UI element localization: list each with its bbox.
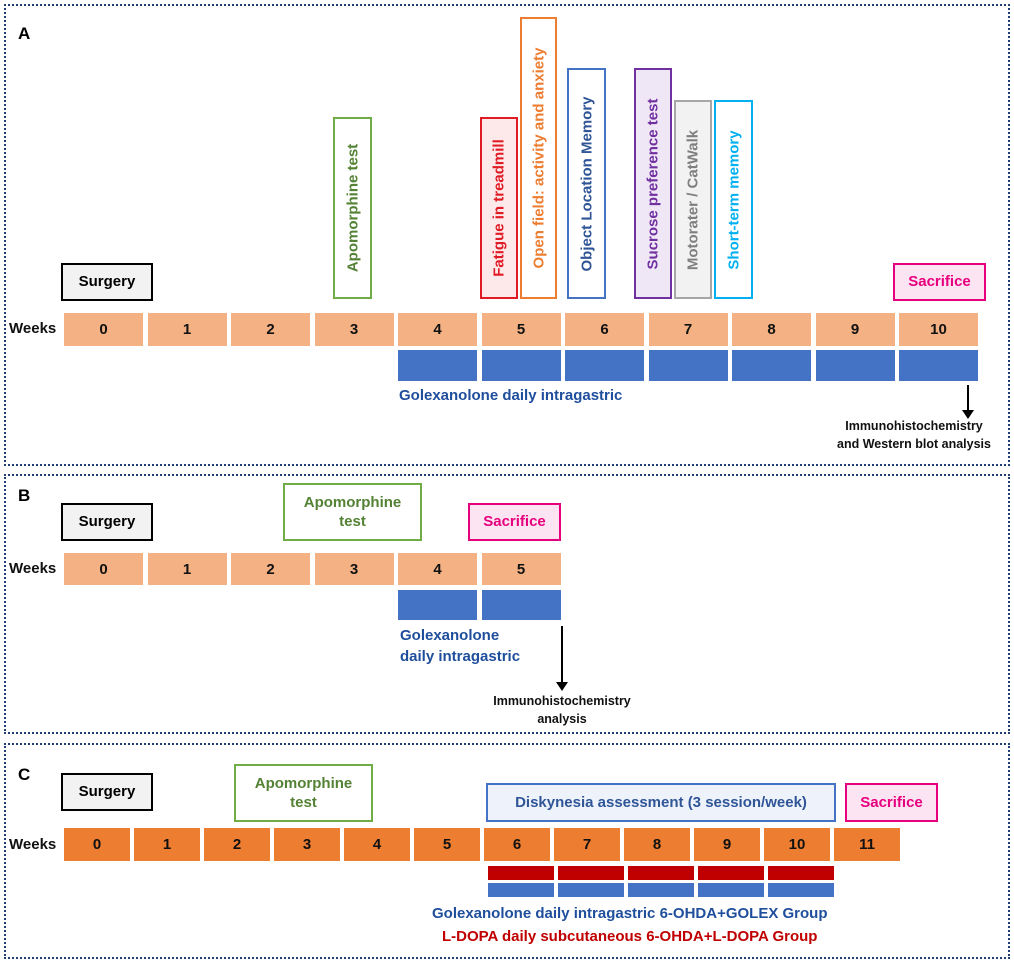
ldopa-bar [628,866,694,880]
panel-a-short-term-box: Short-term memory [714,100,753,299]
week-cell-6: 6 [565,313,644,346]
panel-c-letter: C [18,765,31,784]
golexanolone-bar [558,883,624,897]
week-cell-8: 8 [624,828,690,861]
week-cell-3: 3 [314,553,394,585]
week-cell-4: 4 [398,553,477,585]
ldopa-bar [488,866,554,880]
golexanolone-bar [628,883,694,897]
panel-b-golex-line2: daily intragastric [400,648,521,665]
week-cell-4: 4 [344,828,410,861]
panel-c-diskynesia-box: Diskynesia assessment (3 session/week) [486,783,836,822]
week-cell-5: 5 [481,313,561,346]
golexanolone-bar [648,350,728,381]
golexanolone-bar [732,350,811,381]
golexanolone-bar [815,350,895,381]
panel-a-golex-caption: Golexanolone daily intragastric [399,387,623,404]
week-cell-3: 3 [274,828,340,861]
panel-c-apomorphine-line1: Apomorphine [254,774,353,792]
golexanolone-bar [398,350,477,381]
week-cell-5: 5 [414,828,480,861]
panel-a-surgery-box: Surgery [61,263,153,301]
panel-a-fatigue-box: Fatigue in treadmill [480,117,518,299]
week-cell-9: 9 [815,313,895,346]
golexanolone-bar [398,590,477,620]
panel-c-apomorphine-line2: test [290,794,317,811]
week-cell-11: 11 [834,828,900,861]
panel-a-motorater-box: Motorater / CatWalk [674,100,712,299]
week-cell-10: 10 [899,313,978,346]
week-cell-5: 5 [481,553,561,585]
panel-a-fatigue-label: Fatigue in treadmill [490,139,508,277]
panel-b-weeks-label: Weeks [9,560,57,577]
week-cell-0: 0 [64,828,130,861]
week-cell-6: 6 [484,828,550,861]
panel-a-apomorphine-box: Apomorphine test [333,117,372,299]
panel-a-letter: A [18,24,31,43]
week-cell-1: 1 [134,828,200,861]
panel-c-weeks-label: Weeks [9,836,57,853]
ldopa-bar [768,866,834,880]
panel-a-open-field-box: Open field: activity and anxiety [520,17,557,299]
panel-a-short-term-label: Short-term memory [725,129,742,270]
panel-c-ldopa-caption: L-DOPA daily subcutaneous 6-OHDA+L-DOPA … [442,928,818,945]
panel-b-golex-caption: Golexanolone daily intragastric [400,625,520,667]
panel-a-sucrose-label: Sucrose preference test [644,98,662,269]
ldopa-bar [558,866,624,880]
panel-c-sacrifice-box: Sacrifice [845,783,938,822]
panel-a-sacrifice-box: Sacrifice [893,263,986,301]
week-cell-2: 2 [204,828,270,861]
week-cell-1: 1 [147,553,227,585]
week-cell-9: 9 [694,828,760,861]
panel-b-surgery-box: Surgery [61,503,153,541]
week-cell-7: 7 [648,313,728,346]
panel-c: C [4,743,1010,959]
week-cell-0: 0 [64,313,143,346]
week-cell-0: 0 [64,553,143,585]
panel-c-golex-caption: Golexanolone daily intragastric 6-OHDA+G… [432,905,828,922]
panel-b-sacrifice-box: Sacrifice [468,503,561,541]
panel-c-apomorphine-box: Apomorphine test [234,764,373,822]
panel-b-analysis-line1: Immunohistochemistry [493,694,631,708]
golexanolone-bar [565,350,644,381]
panel-a-analysis-arrow [962,385,974,419]
week-cell-1: 1 [147,313,227,346]
panel-a-analysis-line1: Immunohistochemistry [845,419,983,433]
week-cell-7: 7 [554,828,620,861]
ldopa-bar [698,866,764,880]
panel-b-letter: B [18,486,31,505]
golexanolone-bar [768,883,834,897]
panel-b-golex-line1: Golexanolone [400,627,500,644]
panel-a-object-location-label: Object Location Memory [578,95,595,272]
week-cell-10: 10 [764,828,830,861]
week-cell-3: 3 [314,313,394,346]
panel-a: A [4,4,1010,466]
panel-a-open-field-label: Open field: activity and anxiety [530,47,547,269]
panel-b-apomorphine-box: Apomorphine test [283,483,422,541]
panel-a-motorater-label: Motorater / CatWalk [684,129,702,270]
week-cell-4: 4 [398,313,477,346]
golexanolone-bar [481,590,561,620]
panel-a-analysis-line2: and Western blot analysis [837,437,991,452]
panel-b-analysis-arrow [556,626,568,691]
panel-b-apomorphine-line1: Apomorphine [303,493,402,511]
golexanolone-bar [899,350,978,381]
panel-a-weeks-label: Weeks [9,320,57,337]
golexanolone-bar [698,883,764,897]
panel-b: B [4,474,1010,734]
week-cell-2: 2 [231,313,310,346]
panel-a-apomorphine-label: Apomorphine test [344,143,361,273]
panel-a-sucrose-box: Sucrose preference test [634,68,672,299]
panel-b-apomorphine-line2: test [339,513,366,530]
week-cell-2: 2 [231,553,310,585]
panel-b-analysis-line2: analysis [537,712,587,727]
week-cell-8: 8 [732,313,811,346]
panel-b-analysis-note: Immunohistochemistry analysis [465,692,659,728]
golexanolone-bar [481,350,561,381]
panel-a-object-location-box: Object Location Memory [567,68,606,299]
panel-c-surgery-box: Surgery [61,773,153,811]
golexanolone-bar [488,883,554,897]
panel-a-analysis-note: Immunohistochemistry and Western blot an… [812,417,1014,453]
